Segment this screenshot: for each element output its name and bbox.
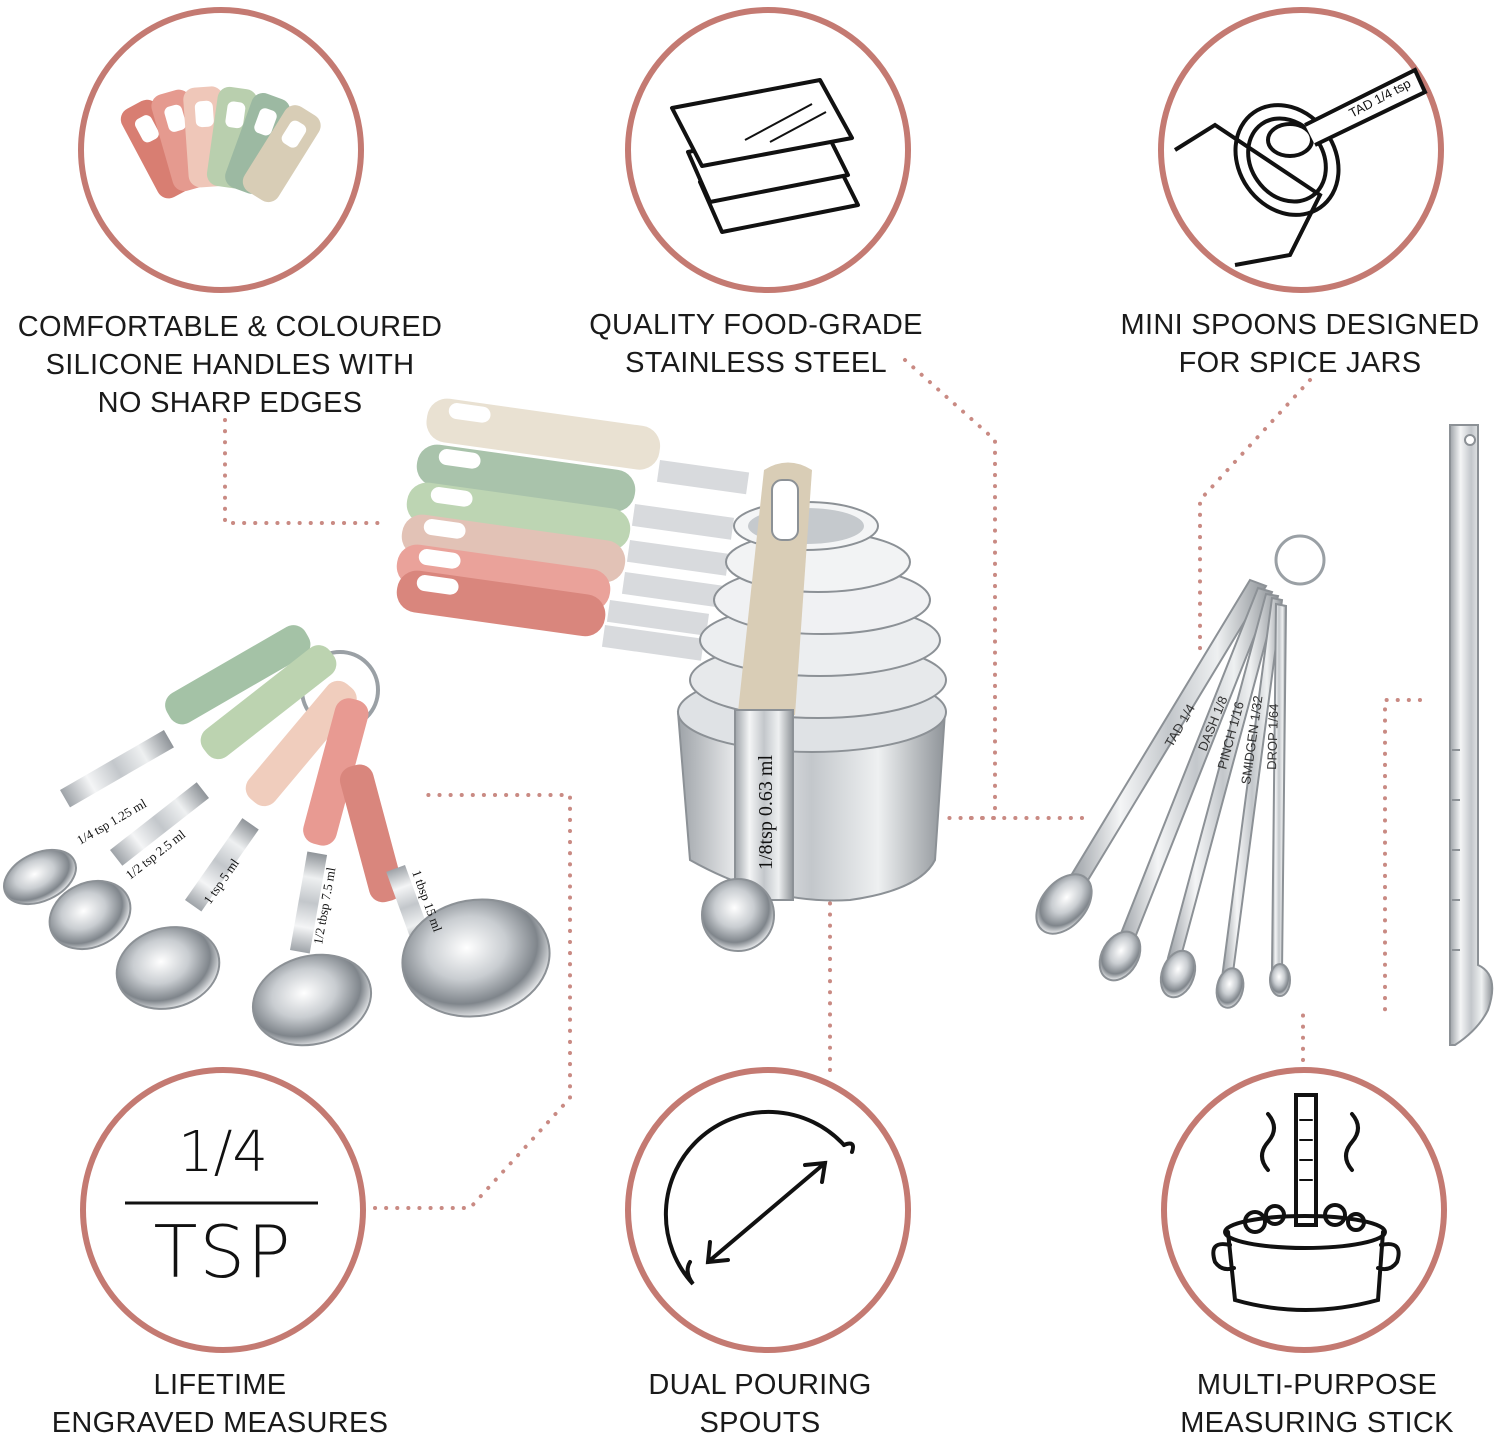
caption-spice: MINI SPOONS DESIGNED FOR SPICE JARS: [1120, 309, 1480, 379]
spoon-2: [48, 645, 337, 951]
spice-jar-spoon-icon: [1173, 67, 1428, 267]
mini-spoon-label-5: DROP 1/64: [1264, 703, 1281, 770]
spoon-3: [115, 680, 357, 1010]
front-cup-handle: [701, 462, 812, 952]
connector-spice: [1198, 378, 1312, 652]
caption-handles: COMFORTABLE & COLOURED SILICONE HANDLES …: [17, 311, 443, 419]
connector-engraved: [373, 793, 572, 1210]
measuring-stick-product: [1449, 424, 1494, 1046]
connector-handles: [223, 418, 387, 525]
engraved-fraction-top: 1/4: [177, 1120, 269, 1185]
caption-steel: QUALITY FOOD-GRADE STAINLESS STEEL: [589, 309, 923, 379]
spoon-1: [3, 625, 311, 906]
connector-stick-top: [1383, 698, 1422, 1017]
spoon-5: [339, 764, 551, 1018]
silicone-handles-icon: [120, 86, 321, 203]
measuring-spoons-set: [3, 625, 551, 1047]
stainless-steel-layers-icon: [670, 78, 860, 234]
spoon-4: [251, 698, 373, 1047]
circle-engraved: [80, 1067, 366, 1353]
connector-lines: [223, 358, 1422, 1210]
caption-stick: MULTI-PURPOSE MEASURING STICK: [1180, 1369, 1454, 1439]
mini-spice-spoons: [1035, 534, 1326, 1009]
measuring-cup-handles: [396, 398, 750, 661]
engraved-fraction-bottom: TSP: [153, 1210, 293, 1294]
caption-spout: DUAL POURING SPOUTS: [648, 1369, 872, 1439]
cup-label: 1/8tsp 0.63 ml: [755, 755, 777, 870]
pouring-spout-icon: [663, 1109, 855, 1286]
measuring-stick-pot-icon: [1211, 1093, 1401, 1312]
caption-engraved: LIFETIME ENGRAVED MEASURES: [51, 1369, 389, 1439]
